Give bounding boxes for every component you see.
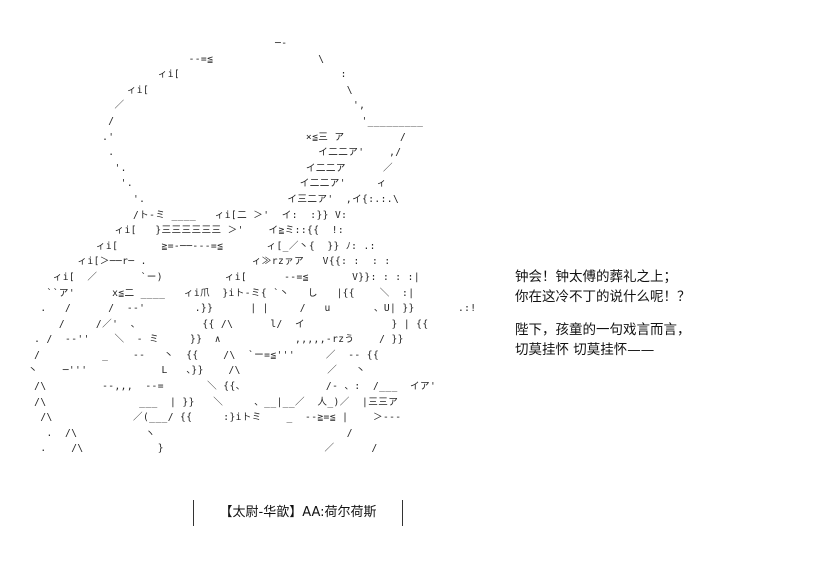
dialogue-block-2: 陛下，孩童的一句戏言而言， 切莫挂怀 切莫挂怀——	[515, 320, 691, 360]
aa-credit-caption: 【太尉-华歆】AA:荷尔荷斯	[193, 500, 403, 526]
ascii-art-figure: ─- --=≦ \ ィi[ : ィi[ \ ／	[28, 38, 477, 455]
dialogue-line: 陛下，孩童的一句戏言而言，	[515, 322, 691, 338]
dialogue-block-1: 钟会！钟太傅的葬礼之上； 你在这冷不丁的说什么呢！？	[515, 267, 691, 307]
dialogue-line: 钟会！钟太傅的葬礼之上；	[515, 269, 677, 285]
dialogue-line: 你在这冷不丁的说什么呢！？	[515, 289, 691, 305]
dialogue-line: 切莫挂怀 切莫挂怀——	[515, 342, 655, 358]
